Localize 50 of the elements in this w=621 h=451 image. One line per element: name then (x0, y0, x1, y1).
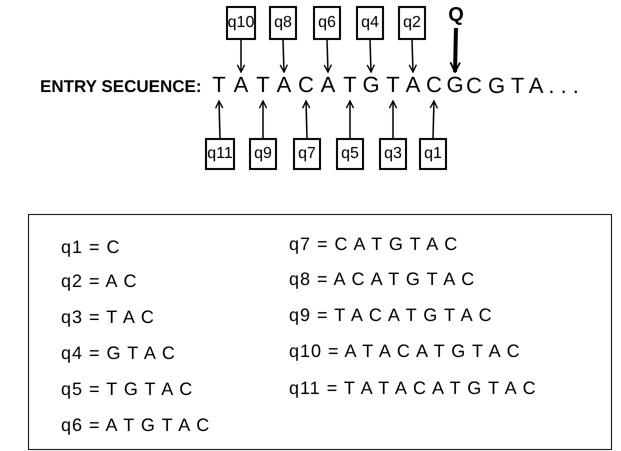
formula-text: q8 = A C A T G T A C (289, 269, 476, 290)
arrow (302, 100, 310, 138)
arrow (366, 40, 376, 73)
nucleotide-letter: A (275, 73, 293, 97)
formula-text: q11 = T A T A C A T G T A C (289, 378, 537, 399)
formula-text: q10 = A T A C A T G T A C (289, 341, 521, 362)
formula-text: q3 = T A C (61, 307, 155, 328)
nucleotide-letter: T (341, 73, 359, 97)
query-box: q5 (336, 138, 364, 170)
query-box: q6 (313, 6, 341, 40)
query-box: q10 (226, 6, 256, 40)
nucleotide-letter: A (232, 73, 250, 97)
arrow (388, 100, 398, 138)
sequence-title: ENTRY SECUENCE: (40, 77, 202, 97)
query-marker: Q (446, 4, 466, 28)
arrow (324, 40, 332, 73)
query-box: q4 (356, 6, 384, 40)
arrow (258, 100, 268, 138)
nucleotide-letter: C (425, 73, 443, 97)
formula-text: q4 = G T A C (61, 343, 176, 364)
formula-text: q1 = C (61, 237, 121, 258)
nucleotide-letter: C (297, 73, 315, 97)
definition-panel (28, 214, 612, 450)
query-box: q2 (398, 6, 426, 40)
nucleotide-letter: T (254, 73, 272, 97)
nucleotide-letter: G (446, 73, 464, 97)
query-box: q7 (293, 138, 321, 170)
nucleotide-letter: T (384, 73, 402, 97)
arrow (408, 40, 418, 73)
formula-text: q5 = T G T A C (61, 379, 194, 400)
formula-text: q6 = A T G T A C (61, 415, 210, 436)
sequence-continuation: C G T A . . . (466, 73, 579, 99)
nucleotide-letter: A (404, 73, 422, 97)
arrow (430, 100, 438, 138)
arrow (280, 40, 288, 73)
query-box: q1 (419, 138, 447, 170)
formula-text: q9 = T A C A T G T A C (289, 305, 493, 326)
formula-text: q7 = C A T G T A C (289, 234, 458, 255)
query-box: q3 (379, 138, 407, 170)
formula-text: q2 = A C (61, 271, 138, 292)
arrow (214, 100, 224, 138)
arrow (450, 28, 461, 73)
query-box: q11 (205, 138, 235, 170)
nucleotide-letter: G (362, 73, 380, 97)
query-box: q9 (249, 138, 277, 170)
arrow (346, 100, 354, 138)
nucleotide-letter: T (210, 73, 228, 97)
nucleotide-letter: A (319, 73, 337, 97)
arrow (236, 40, 246, 73)
query-box: q8 (269, 6, 297, 40)
